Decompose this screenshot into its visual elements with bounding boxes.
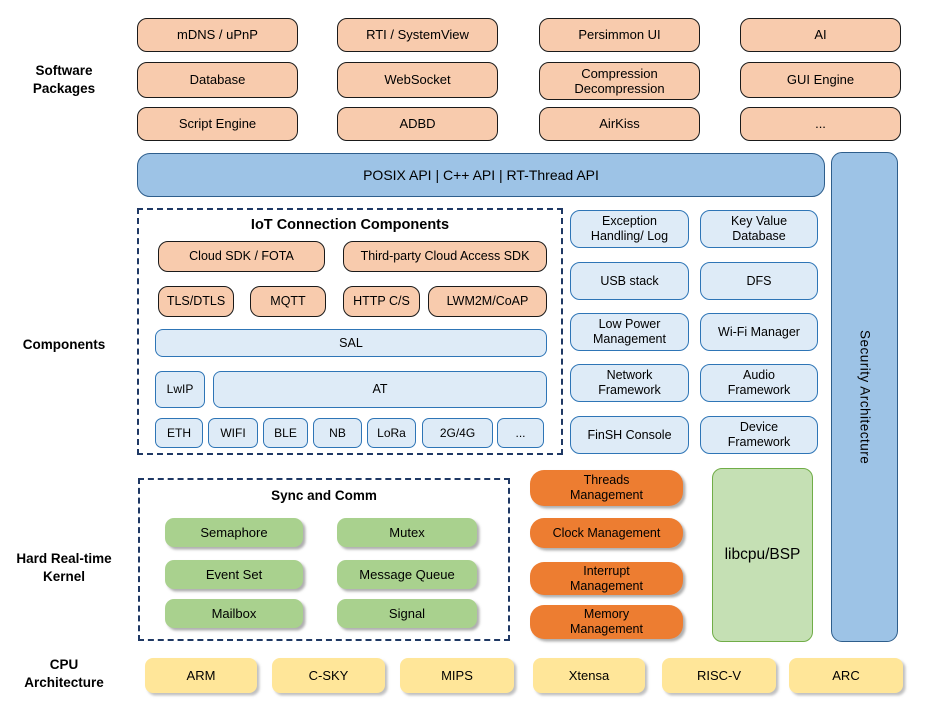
components-label: Components: [22, 337, 106, 352]
pkg-compression-decompression: Compression Decompression: [539, 62, 700, 100]
pkg-mdns-upnp: mDNS / uPnP: [137, 18, 298, 52]
hard-realtime-kernel-label: Hard Real-time Kernel: [16, 551, 112, 584]
cpu-risc-v: RISC-V: [662, 658, 776, 693]
cpu-arm: ARM: [145, 658, 257, 693]
iot-link-ble: BLE: [263, 418, 308, 448]
iot-connection-components-title: IoT Connection Components: [250, 217, 450, 233]
kernel-semaphore: Semaphore: [165, 518, 303, 547]
pkg-script-engine: Script Engine: [137, 107, 298, 141]
cpu-xtensa: Xtensa: [533, 658, 645, 693]
iot-cloud-sdk-fota: Cloud SDK / FOTA: [158, 241, 325, 272]
iot-connection-components-box: [137, 208, 563, 455]
kernel-event-set: Event Set: [165, 560, 303, 589]
kernel-clock-management: Clock Management: [530, 518, 683, 548]
libcpu-bsp-box: libcpu/BSP: [712, 468, 813, 642]
sync-and-comm-box: [138, 478, 510, 641]
iot-lwip: LwIP: [155, 371, 205, 408]
comp-wifi-manager: Wi-Fi Manager: [700, 313, 818, 351]
iot-sal: SAL: [155, 329, 547, 357]
comp-finsh-console: FinSH Console: [570, 416, 689, 454]
kernel-mutex: Mutex: [337, 518, 477, 547]
kernel-interrupt-management: Interrupt Management: [530, 562, 683, 595]
pkg-adbd: ADBD: [337, 107, 498, 141]
cpu-mips: MIPS: [400, 658, 514, 693]
cpu-c-sky: C-SKY: [272, 658, 385, 693]
comp-usb-stack: USB stack: [570, 262, 689, 300]
iot-link-more: ...: [497, 418, 544, 448]
pkg-airkiss: AirKiss: [539, 107, 700, 141]
comp-key-value-database: Key Value Database: [700, 210, 818, 248]
comp-audio-framework: Audio Framework: [700, 364, 818, 402]
iot-link-nb: NB: [313, 418, 362, 448]
kernel-signal: Signal: [337, 599, 477, 628]
pkg-database: Database: [137, 62, 298, 98]
api-bar: POSIX API | C++ API | RT-Thread API: [137, 153, 825, 197]
comp-low-power-management: Low Power Management: [570, 313, 689, 351]
pkg-rti-systemview: RTI / SystemView: [337, 18, 498, 52]
iot-at: AT: [213, 371, 547, 408]
kernel-message-queue: Message Queue: [337, 560, 477, 589]
cpu-arc: ARC: [789, 658, 903, 693]
sync-and-comm-title: Sync and Comm: [271, 488, 377, 503]
iot-lwm2m-coap: LWM2M/CoAP: [428, 286, 547, 317]
kernel-memory-management: Memory Management: [530, 605, 683, 639]
iot-link-wifi: WIFI: [208, 418, 258, 448]
pkg-persimmon-ui: Persimmon UI: [539, 18, 700, 52]
pkg-gui-engine: GUI Engine: [740, 62, 901, 98]
iot-link-lora: LoRa: [367, 418, 416, 448]
cpu-architecture-label: CPU Architecture: [24, 657, 104, 690]
iot-mqtt: MQTT: [250, 286, 326, 317]
iot-link-2g4g: 2G/4G: [422, 418, 493, 448]
comp-network-framework: Network Framework: [570, 364, 689, 402]
kernel-threads-management: Threads Management: [530, 470, 683, 506]
pkg-ai: AI: [740, 18, 901, 52]
pkg-websocket: WebSocket: [337, 62, 498, 98]
kernel-mailbox: Mailbox: [165, 599, 303, 628]
security-architecture-bar: Security Architecture: [831, 152, 898, 642]
comp-dfs: DFS: [700, 262, 818, 300]
iot-tls-dtls: TLS/DTLS: [158, 286, 234, 317]
software-packages-label: Software Packages: [32, 63, 96, 96]
pkg-more: ...: [740, 107, 901, 141]
comp-exception-handling-log: Exception Handling/ Log: [570, 210, 689, 248]
iot-third-party-cloud-sdk: Third-party Cloud Access SDK: [343, 241, 547, 272]
comp-device-framework: Device Framework: [700, 416, 818, 454]
iot-link-eth: ETH: [155, 418, 203, 448]
iot-http-cs: HTTP C/S: [343, 286, 420, 317]
security-architecture-label: Security Architecture: [857, 329, 873, 465]
